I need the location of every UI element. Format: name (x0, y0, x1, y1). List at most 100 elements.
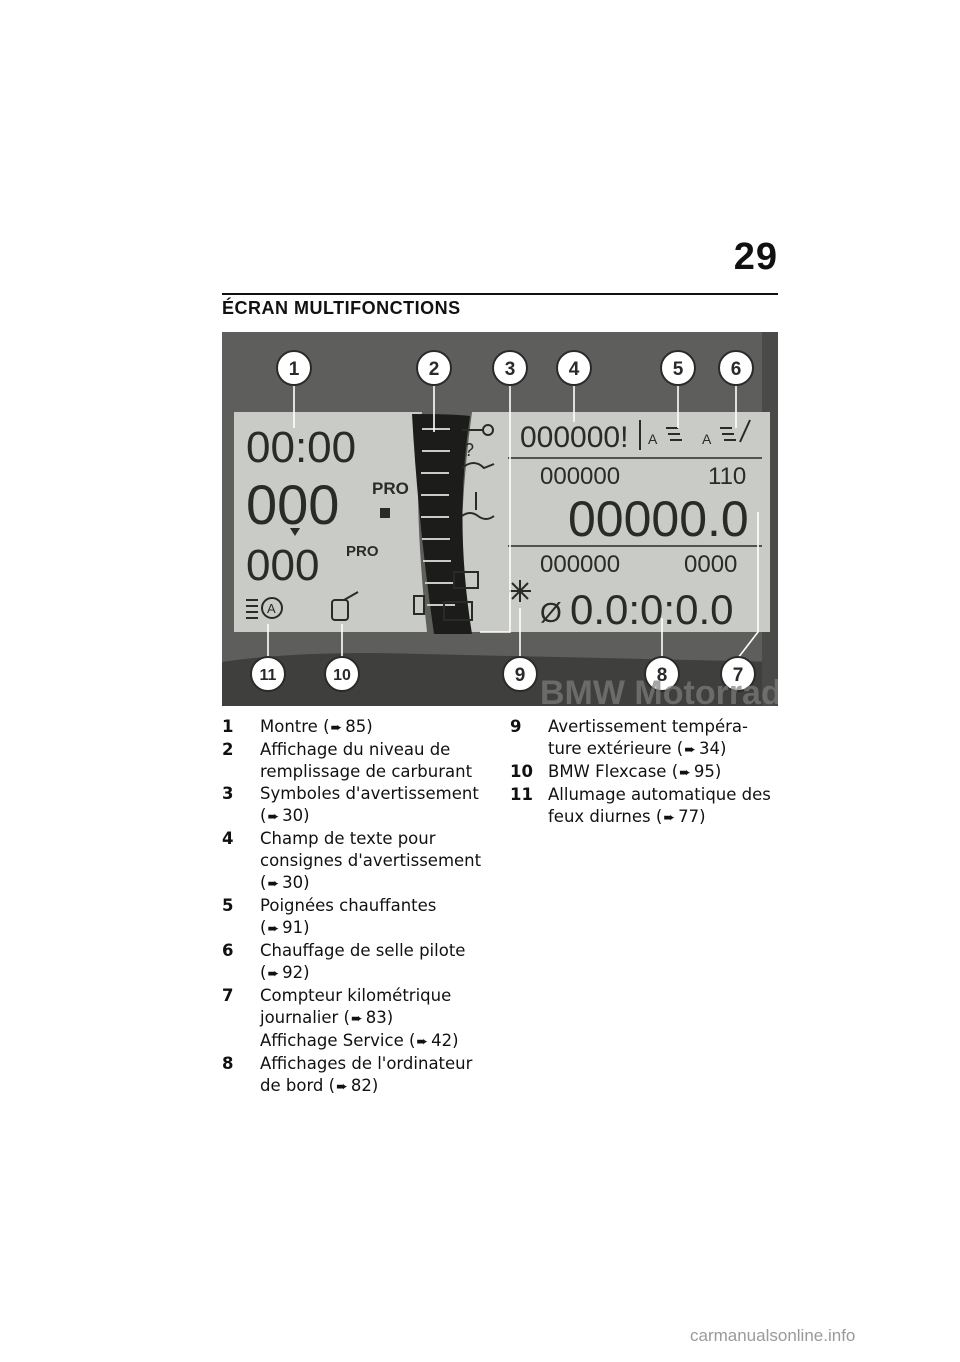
speed-readout: 000 (246, 473, 339, 536)
reference-page: 42) (431, 1031, 459, 1050)
legend-number: 4 (222, 829, 234, 848)
engine-icon (453, 571, 479, 589)
reference-arrow-icon: ➨ (267, 876, 280, 892)
reference-page: 92) (282, 963, 310, 982)
flexcase-arrow (343, 591, 359, 601)
legend-text: Affichage du niveau de remplissage de ca… (260, 739, 490, 783)
legend-label: Affichage du niveau de remplissage de ca… (260, 740, 473, 781)
warning-symbols (413, 424, 495, 621)
fuel-gauge (412, 414, 472, 634)
legend-text: Chauffage de selle pilote (➨92) (260, 940, 490, 985)
reference-page: 83) (365, 1008, 394, 1027)
svg-text:6: 6 (731, 359, 742, 380)
page-reference: (➨83) (338, 1008, 394, 1027)
grip-heat-label: A (648, 431, 658, 447)
callout-leaders (267, 384, 759, 659)
triangle-marker-icon (290, 528, 300, 536)
reference-page: 82) (350, 1076, 379, 1095)
lcd-left-panel (234, 412, 427, 632)
average-symbol: Ø (540, 597, 562, 628)
legend-text: Compteur kilométrique journalier (➨83)Af… (260, 985, 490, 1053)
legend-right-column: 9 Avertissement tempéra-ture extérieure (… (510, 716, 778, 829)
callout-3: 3 (492, 350, 528, 386)
section-title: ÉCRAN MULTIFONCTIONS (222, 298, 461, 318)
daytime-light-label: A (267, 601, 276, 616)
page-reference: (➨91) (260, 918, 310, 937)
legend-text: Montre (➨85) (260, 716, 490, 739)
legend-text: BMW Flexcase (➨95) (548, 761, 778, 784)
odometer-readout: 00000.0 (568, 491, 749, 547)
svg-text:11: 11 (260, 667, 277, 684)
legend-text: Avertissement tempéra-ture extérieure (➨… (548, 716, 778, 761)
svg-text:1: 1 (289, 359, 300, 380)
page-reference: (➨34) (672, 739, 727, 758)
legend-label: Symboles d'avertissement (260, 784, 479, 803)
reference-page: 30) (282, 806, 310, 825)
svg-text:4: 4 (569, 359, 580, 380)
svg-text:7: 7 (733, 665, 744, 686)
page-reference: (➨82) (323, 1076, 379, 1095)
light-beam-lines (246, 599, 258, 619)
callout-9: 9 (502, 656, 538, 692)
legend-item: 1 Montre (➨85) (222, 716, 490, 739)
callout-5: 5 (660, 350, 696, 386)
svg-text:10: 10 (333, 667, 351, 684)
rpm-readout: 000 (246, 541, 319, 590)
legend-text: Poignées chauffantes (➨91) (260, 895, 490, 940)
callout-8: 8 (644, 656, 680, 692)
page-reference: (➨92) (260, 963, 310, 982)
legend-number: 1 (222, 717, 234, 736)
callout-1: 1 (276, 350, 312, 386)
page-reference: (➨42) (404, 1031, 459, 1050)
lcd-right-panel (460, 412, 770, 632)
page-reference: (➨95) (666, 762, 722, 781)
svg-text:9: 9 (515, 665, 526, 686)
legend-label: Montre (260, 717, 318, 736)
reference-arrow-icon: ➨ (416, 1034, 429, 1050)
callout-2: 2 (416, 350, 452, 386)
legend-text: Affichages de l'ordinateur de bord (➨82) (260, 1053, 490, 1098)
question-mark-icon: ? (464, 440, 474, 460)
seat-heat-icon (720, 419, 751, 443)
reference-arrow-icon: ➨ (351, 1011, 363, 1027)
page-reference: (➨77) (651, 807, 706, 826)
trip-top-left: 000000 (540, 551, 620, 578)
legend-item: 7 Compteur kilométrique journalier (➨83)A… (222, 985, 490, 1053)
odo-top-left: 000000 (540, 463, 620, 490)
legend-number: 7 (222, 986, 234, 1005)
oil-icon (461, 462, 495, 470)
page-number: 29 (733, 236, 778, 278)
odo-top-right: 110 (708, 463, 746, 490)
pro-label-1: PRO (372, 479, 409, 498)
grip-heat-icon (666, 427, 682, 441)
legend-item: 10 BMW Flexcase (➨95) (510, 761, 778, 784)
trip-computer-readout: 0.0:0:0.0 (570, 586, 733, 633)
callout-10: 10 (324, 656, 360, 692)
plug-icon (380, 508, 390, 518)
footer-watermark: carmanualsonline.info (690, 1326, 856, 1345)
reference-page: 91) (282, 918, 310, 937)
legend-number: 9 (510, 717, 522, 736)
figure-watermark: BMW Motorrad (540, 674, 778, 706)
fuel-pump-icon (413, 595, 425, 615)
reference-page: 85) (345, 717, 373, 736)
reference-arrow-icon: ➨ (684, 742, 696, 758)
svg-text:5: 5 (673, 359, 684, 380)
text-field-readout: 000000! (520, 421, 628, 454)
reference-page: 95) (693, 762, 722, 781)
legend-number: 8 (222, 1054, 234, 1073)
legend-item: 9 Avertissement tempéra-ture extérieure (… (510, 716, 778, 761)
legend-label: BMW Flexcase (548, 762, 667, 781)
legend-text: Champ de texte pour consignes d'avertiss… (260, 828, 490, 895)
page-reference: (➨30) (260, 873, 310, 892)
display-illustration: 00:00 000 PRO 000 PRO A ? (222, 332, 782, 712)
legend-text: Allumage automatique des feux diurnes (➨… (548, 784, 778, 829)
legend-number: 10 (510, 762, 533, 781)
legend-number: 3 (222, 784, 234, 803)
legend-label: Avertissement tempéra-ture extérieure (548, 717, 748, 758)
